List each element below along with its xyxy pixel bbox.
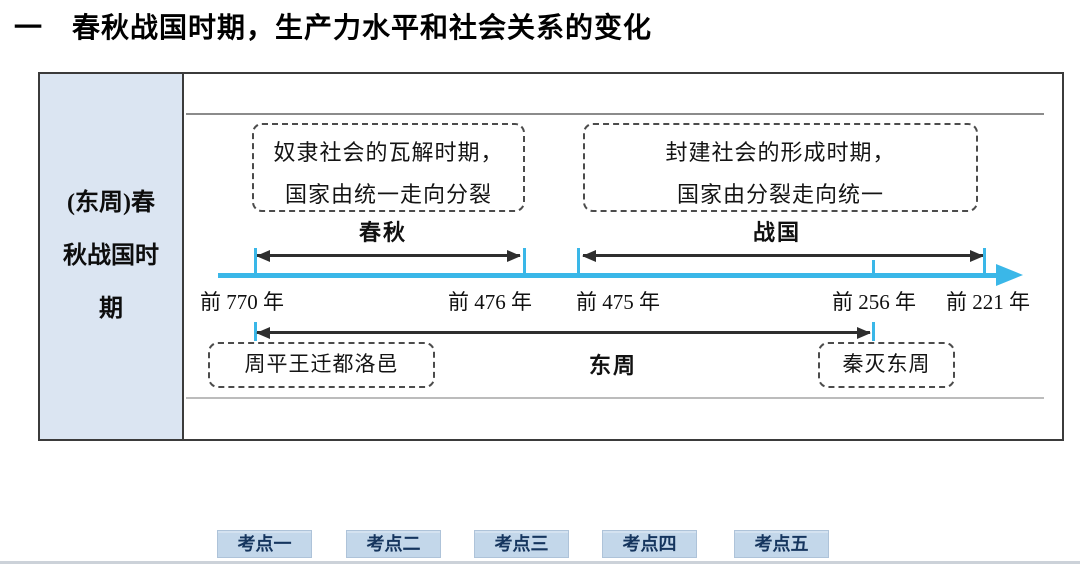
era-note-line: 国家由分裂走向统一 xyxy=(676,181,884,207)
nav-button-kaodian-4[interactable]: 考点四 xyxy=(602,530,697,558)
page-title: 一 春秋战国时期，生产力水平和社会关系的变化 xyxy=(14,13,653,44)
span-arrow-warring-states xyxy=(583,254,983,257)
row-header-cell: (东周)春秋战国时期 xyxy=(40,74,184,439)
era-label-warring-states: 战国 xyxy=(752,220,802,245)
timeline-tick xyxy=(983,248,986,276)
era-note-line: 奴隶社会的瓦解时期， xyxy=(273,140,504,165)
nav-button-kaodian-3[interactable]: 考点三 xyxy=(474,530,569,558)
event-note-qin-conquest: 秦灭东周 xyxy=(818,342,955,388)
timeline-tick xyxy=(577,248,580,276)
span-arrow-spring-autumn xyxy=(257,254,520,257)
date-label: 前 770 年 xyxy=(200,290,284,314)
era-note-line: 封建社会的形成时期， xyxy=(665,140,896,165)
date-label: 前 221 年 xyxy=(946,290,1030,314)
timeline-arrowhead-icon xyxy=(996,264,1023,286)
bottom-divider-line xyxy=(186,397,1044,399)
date-label: 前 476 年 xyxy=(448,290,532,314)
nav-button-kaodian-5[interactable]: 考点五 xyxy=(734,530,829,558)
row-header-label: (东周)春秋战国时期 xyxy=(63,190,159,322)
timeline-tick xyxy=(872,260,875,276)
date-label: 前 475 年 xyxy=(576,290,660,314)
timeline-tick xyxy=(254,248,257,276)
era-note-feudal-society: 封建社会的形成时期， 国家由分裂走向统一 xyxy=(583,123,978,212)
era-note-slave-society: 奴隶社会的瓦解时期， 国家由统一走向分裂 xyxy=(252,123,525,212)
event-note-move-capital: 周平王迁都洛邑 xyxy=(208,342,435,388)
timeline-axis xyxy=(218,273,996,278)
era-note-line: 国家由统一走向分裂 xyxy=(284,181,492,207)
timeline-tick xyxy=(872,322,875,341)
nav-button-kaodian-1[interactable]: 考点一 xyxy=(217,530,312,558)
timeline-panel: (东周)春秋战国时期 奴隶社会的瓦解时期， 国家由统一走向分裂 封建社会的形成时… xyxy=(38,72,1064,441)
top-divider-line xyxy=(186,113,1044,115)
page-bottom-rule xyxy=(0,561,1080,564)
era-label-spring-autumn: 春秋 xyxy=(358,220,408,245)
span-label-eastern-zhou: 东周 xyxy=(588,353,638,378)
timeline-diagram: 奴隶社会的瓦解时期， 国家由统一走向分裂 封建社会的形成时期， 国家由分裂走向统… xyxy=(184,74,1062,439)
timeline-tick xyxy=(523,248,526,276)
nav-button-kaodian-2[interactable]: 考点二 xyxy=(346,530,441,558)
date-label: 前 256 年 xyxy=(832,290,916,314)
span-arrow-eastern-zhou xyxy=(257,331,870,334)
